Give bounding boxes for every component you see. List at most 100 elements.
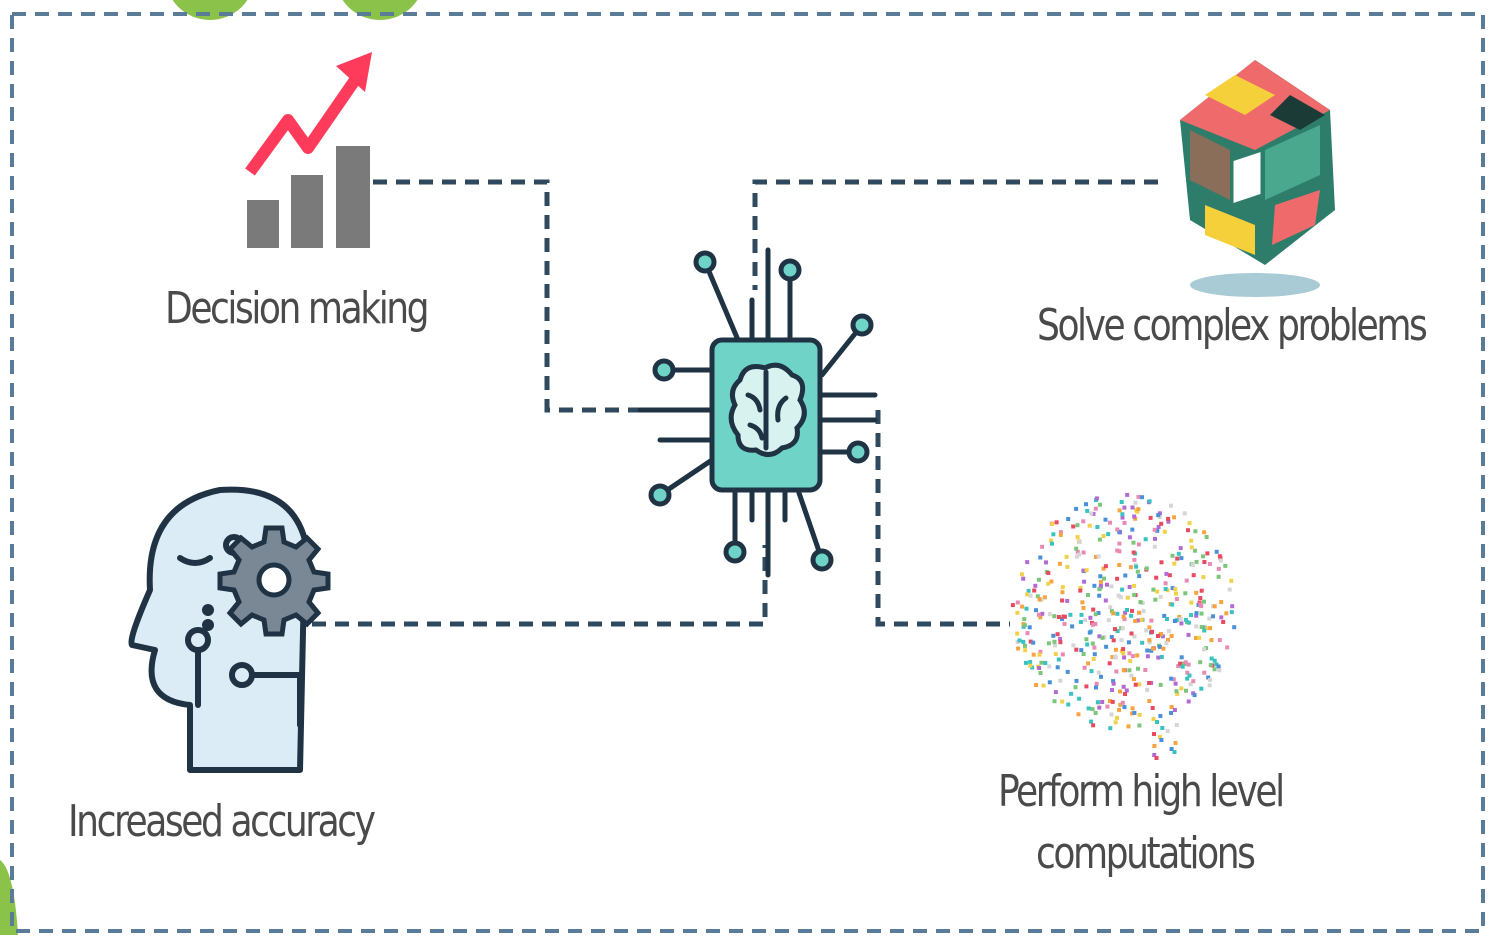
- brain-dot: [1046, 571, 1051, 575]
- brain-stem-dot: [1151, 717, 1156, 721]
- brain-dot: [1077, 552, 1081, 557]
- brain-dot: [1075, 523, 1080, 528]
- brain-dot: [1089, 719, 1094, 724]
- brain-stem-dot: [1169, 747, 1174, 751]
- brain-dot: [1205, 551, 1210, 556]
- brain-dot: [1121, 684, 1126, 689]
- brain-dot: [1140, 640, 1145, 645]
- brain-dot: [1167, 573, 1172, 578]
- brain-dot: [1115, 548, 1120, 553]
- brain-dot: [1216, 664, 1221, 669]
- brain-dot: [1159, 632, 1163, 636]
- brain-dot: [1051, 532, 1056, 537]
- brain-dot: [1106, 532, 1111, 537]
- brain-dot: [1185, 676, 1190, 681]
- brain-dot: [1169, 676, 1174, 681]
- brain-dot: [1078, 620, 1083, 624]
- label-computations: computations: [1036, 828, 1256, 879]
- brain-dot: [1015, 631, 1020, 636]
- brain-dot: [1097, 587, 1102, 592]
- label-perform-high-level: Perform high level: [998, 766, 1285, 817]
- brain-dot: [1111, 611, 1116, 616]
- brain-dot: [1194, 611, 1199, 616]
- brain-dot: [1192, 693, 1197, 698]
- brain-dot: [1185, 670, 1190, 675]
- label-solve-complex-problems: Solve complex problems: [1037, 300, 1428, 351]
- gear-icon: [217, 525, 331, 637]
- brain-dot: [1021, 576, 1026, 581]
- brain-dot: [1075, 535, 1080, 539]
- brain-dot: [1093, 612, 1098, 617]
- brain-dot: [1189, 600, 1194, 605]
- brain-dot: [1138, 600, 1143, 605]
- brain-dot: [1040, 611, 1045, 616]
- brain-dot: [1191, 679, 1196, 684]
- brain-dot: [1174, 689, 1179, 694]
- brain-dot: [1025, 631, 1030, 636]
- brain-dot: [1103, 598, 1108, 603]
- brain-dot: [1099, 674, 1103, 679]
- brain-dot: [1108, 605, 1113, 610]
- brain-dot: [1085, 508, 1090, 513]
- brain-dot: [1217, 638, 1222, 643]
- brain-dot: [1135, 569, 1140, 574]
- brain-dot: [1225, 645, 1230, 650]
- brain-dot: [1108, 726, 1113, 731]
- brain-dot: [1134, 564, 1139, 569]
- brain-dot: [1091, 723, 1096, 728]
- brain-dot: [1111, 679, 1116, 684]
- brain-dot: [1128, 659, 1133, 663]
- brain-dot: [1043, 661, 1048, 665]
- brain-dot: [1154, 575, 1159, 580]
- brain-dot: [1074, 546, 1079, 551]
- brain-dot: [1136, 507, 1141, 512]
- brain-dot: [1143, 668, 1148, 672]
- brain-dot: [1170, 602, 1175, 607]
- brain-dot: [1169, 503, 1173, 508]
- brain-dot: [1095, 525, 1100, 529]
- brain-dot: [1081, 519, 1086, 524]
- brain-dot: [1157, 644, 1162, 649]
- brain-dot: [1060, 617, 1065, 621]
- brain-dot: [1109, 635, 1114, 639]
- brain-dot: [1032, 588, 1037, 593]
- brain-dot: [1115, 611, 1120, 616]
- brain-dot: [1204, 646, 1209, 651]
- brain-dot: [1143, 537, 1148, 542]
- brain-dot: [1058, 530, 1063, 535]
- brain-dot: [1106, 618, 1111, 623]
- brain-dot: [1140, 601, 1145, 605]
- brain-dot: [1151, 646, 1155, 651]
- brain-dot: [1158, 594, 1163, 599]
- brain-dot: [1096, 554, 1101, 559]
- brain-dot: [1147, 699, 1152, 703]
- brain-dot: [1214, 662, 1219, 667]
- brain-dot: [1120, 515, 1125, 520]
- brain-dot: [1047, 680, 1052, 685]
- dotted-brain-icon: [1010, 492, 1237, 760]
- brain-dot: [1194, 624, 1199, 629]
- brain-dot: [1131, 550, 1136, 555]
- connector-decision: [373, 179, 655, 413]
- brain-dot: [1198, 596, 1203, 600]
- brain-dot: [1122, 705, 1127, 710]
- brain-dot: [1207, 616, 1212, 621]
- brain-dot: [1136, 618, 1141, 623]
- green-accent-shapes: [0, 0, 418, 935]
- connector-accuracy: [312, 545, 768, 627]
- brain-dot: [1028, 663, 1033, 668]
- brain-dot: [1081, 605, 1086, 610]
- brain-dot: [1066, 517, 1071, 521]
- brain-dot: [1039, 660, 1044, 665]
- brain-dot: [1079, 648, 1084, 653]
- brain-dot: [1074, 554, 1079, 559]
- brain-dot: [1114, 669, 1119, 674]
- brain-dot: [1092, 583, 1097, 588]
- brain-dot: [1070, 624, 1075, 629]
- brain-dot: [1061, 614, 1066, 619]
- brain-dot: [1147, 625, 1152, 630]
- brain-dot: [1133, 682, 1138, 687]
- brain-dot: [1121, 668, 1126, 673]
- brain-dot: [1123, 692, 1127, 696]
- connector-computations: [875, 410, 1010, 627]
